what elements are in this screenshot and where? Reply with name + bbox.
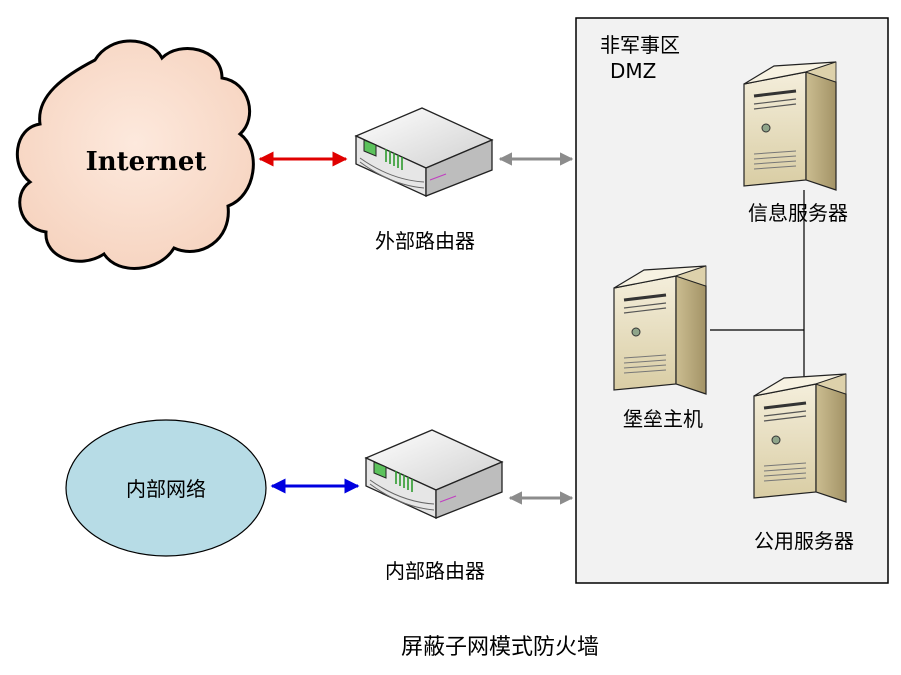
- bastion-host-label: 堡垒主机: [623, 407, 703, 431]
- external-router-icon: [355, 107, 493, 197]
- internal-router-label: 内部路由器: [385, 559, 485, 583]
- internet-label: Internet: [86, 147, 207, 177]
- internal-network-label: 内部网络: [126, 477, 206, 501]
- info-server-label: 信息服务器: [748, 201, 848, 225]
- bastion-host-icon: [612, 264, 708, 396]
- public-server-icon: [752, 372, 848, 504]
- dmz-subtitle: DMZ: [610, 59, 656, 83]
- internal-network-ellipse: [65, 419, 267, 557]
- external-router-label: 外部路由器: [375, 229, 475, 253]
- dmz-title: 非军事区: [600, 33, 680, 57]
- info-server-icon: [742, 60, 838, 192]
- internet-cloud: [15, 39, 255, 270]
- internal-router-icon: [365, 429, 503, 519]
- diagram-caption: 屏蔽子网模式防火墙: [401, 635, 599, 660]
- public-server-label: 公用服务器: [754, 529, 854, 553]
